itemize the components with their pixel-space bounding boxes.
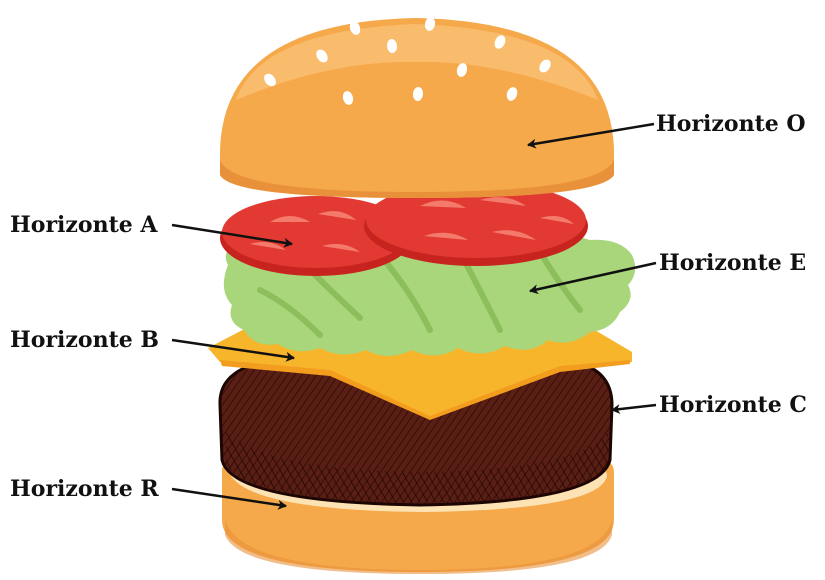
- label-horizonte-c: Horizonte C: [659, 392, 807, 418]
- top-bun: [220, 16, 614, 198]
- arrow-horizonte-c: [612, 405, 656, 410]
- label-horizonte-o: Horizonte O: [656, 111, 806, 137]
- label-horizonte-r: Horizonte R: [10, 476, 159, 502]
- label-horizonte-e: Horizonte E: [659, 250, 806, 276]
- label-horizonte-a: Horizonte A: [10, 212, 158, 238]
- label-horizonte-b: Horizonte B: [10, 327, 159, 353]
